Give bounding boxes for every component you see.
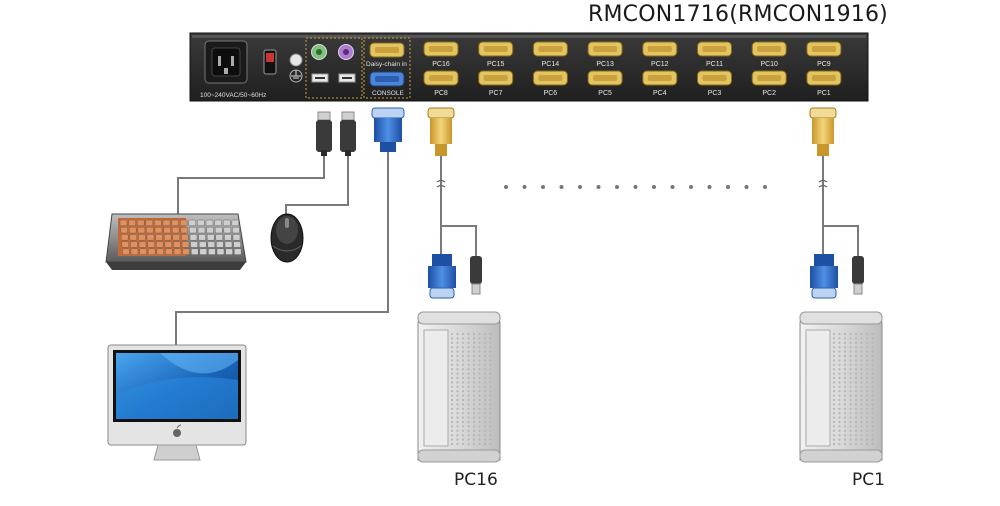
dot <box>670 185 675 189</box>
pc1-usb-connector <box>852 256 864 295</box>
pc16-vga-connector <box>428 254 456 299</box>
dot <box>522 185 527 189</box>
pc-port-pc15: PC15 <box>478 41 514 68</box>
dot <box>652 185 656 189</box>
dot <box>744 185 749 189</box>
ground-icon <box>289 69 303 83</box>
continuation-dots <box>504 185 767 189</box>
pc1-usb-cable <box>823 225 859 258</box>
power-socket <box>204 40 248 84</box>
pc-port-label: PC8 <box>434 90 448 97</box>
pc1-vga-connector <box>810 254 838 299</box>
dot <box>763 185 767 189</box>
monitor-cable <box>175 152 389 350</box>
pc-port-pc5: PC5 <box>587 70 623 97</box>
usb-port-left <box>311 73 329 83</box>
power-switch <box>263 49 277 75</box>
pc-port-pc11: PC11 <box>697 41 732 68</box>
pc16-label: PC16 <box>454 470 498 490</box>
pc-port-pc4: PC4 <box>642 70 678 97</box>
pc-port-label: PC4 <box>653 90 667 97</box>
daisy-chain-port <box>369 42 405 58</box>
pc-port-label: PC15 <box>487 61 505 68</box>
pc-port-label: PC11 <box>706 61 723 68</box>
keyboard-cable <box>177 152 325 214</box>
dot <box>633 185 638 189</box>
power-rating-label: 100~240VAC/50~60Hz <box>200 92 266 99</box>
pc-port-pc16: PC16 <box>423 41 459 68</box>
pc-port-pc6: PC6 <box>532 70 568 97</box>
keyboard <box>105 213 247 270</box>
pc-port-pc10: PC10 <box>751 41 787 68</box>
pc-port-pc1: PC1 <box>806 70 842 97</box>
pc-port-label: PC6 <box>544 90 558 97</box>
pc-port-label: PC16 <box>432 61 450 68</box>
pc1-kvm-plug <box>809 107 837 156</box>
apple-logo-icon <box>173 424 182 437</box>
pc1-label: PC1 <box>852 470 885 490</box>
dot <box>689 185 693 189</box>
usb-keyboard-plug <box>316 111 332 156</box>
console-vga-port <box>369 71 405 87</box>
ps2-mouse-port <box>338 44 354 60</box>
monitor <box>107 344 247 461</box>
usb-port-right <box>338 73 356 83</box>
pc-port-label: PC12 <box>651 61 669 68</box>
console-label: CONSOLE <box>372 90 404 97</box>
daisy-chain-label: Daisy-chain in <box>366 61 407 68</box>
pc-port-pc9: PC9 <box>806 41 842 68</box>
pc-port-label: PC7 <box>489 90 503 97</box>
vga-console-plug <box>371 107 405 152</box>
model-title: RMCON1716(RMCON1916) <box>588 2 888 27</box>
cables <box>175 152 859 350</box>
mouse <box>270 213 304 263</box>
pc-port-label: PC14 <box>542 61 560 68</box>
pc-port-pc13: PC13 <box>587 41 623 68</box>
pc16-tower <box>417 311 501 463</box>
pc-port-pc8: PC8 <box>423 70 459 97</box>
dot <box>726 185 730 189</box>
dot <box>596 185 601 189</box>
dot <box>559 185 564 189</box>
pc-port-pc14: PC14 <box>532 41 568 68</box>
pc-port-pc7: PC7 <box>478 70 514 97</box>
mouse-cable <box>285 152 349 214</box>
reset-button <box>289 53 303 67</box>
cable-coils <box>436 179 828 188</box>
usb-mouse-plug <box>340 111 356 156</box>
ps2-keyboard-port <box>311 44 327 60</box>
dot <box>615 185 619 189</box>
dot <box>504 185 508 189</box>
pc-port-pc3: PC3 <box>697 70 732 97</box>
kvm-rear-panel: 100~240VAC/50~60Hz <box>189 32 869 102</box>
pc-port-label: PC9 <box>817 61 831 68</box>
pc-port-label: PC5 <box>598 90 612 97</box>
pc-port-label: PC1 <box>817 90 831 97</box>
pc16-usb-cable <box>441 225 477 258</box>
pc-port-label: PC2 <box>762 90 776 97</box>
pc-port-label: PC3 <box>708 90 722 97</box>
dot <box>707 185 712 189</box>
pc-port-label: PC13 <box>596 61 614 68</box>
pc16-kvm-plug <box>427 107 455 156</box>
dot <box>541 185 545 189</box>
pc-port-pc12: PC12 <box>642 41 678 68</box>
pc-port-pc2: PC2 <box>751 70 787 97</box>
pc1-tower <box>799 311 883 463</box>
pc-port-label: PC10 <box>760 61 778 68</box>
dot <box>578 185 582 189</box>
pc16-usb-connector <box>470 256 482 295</box>
